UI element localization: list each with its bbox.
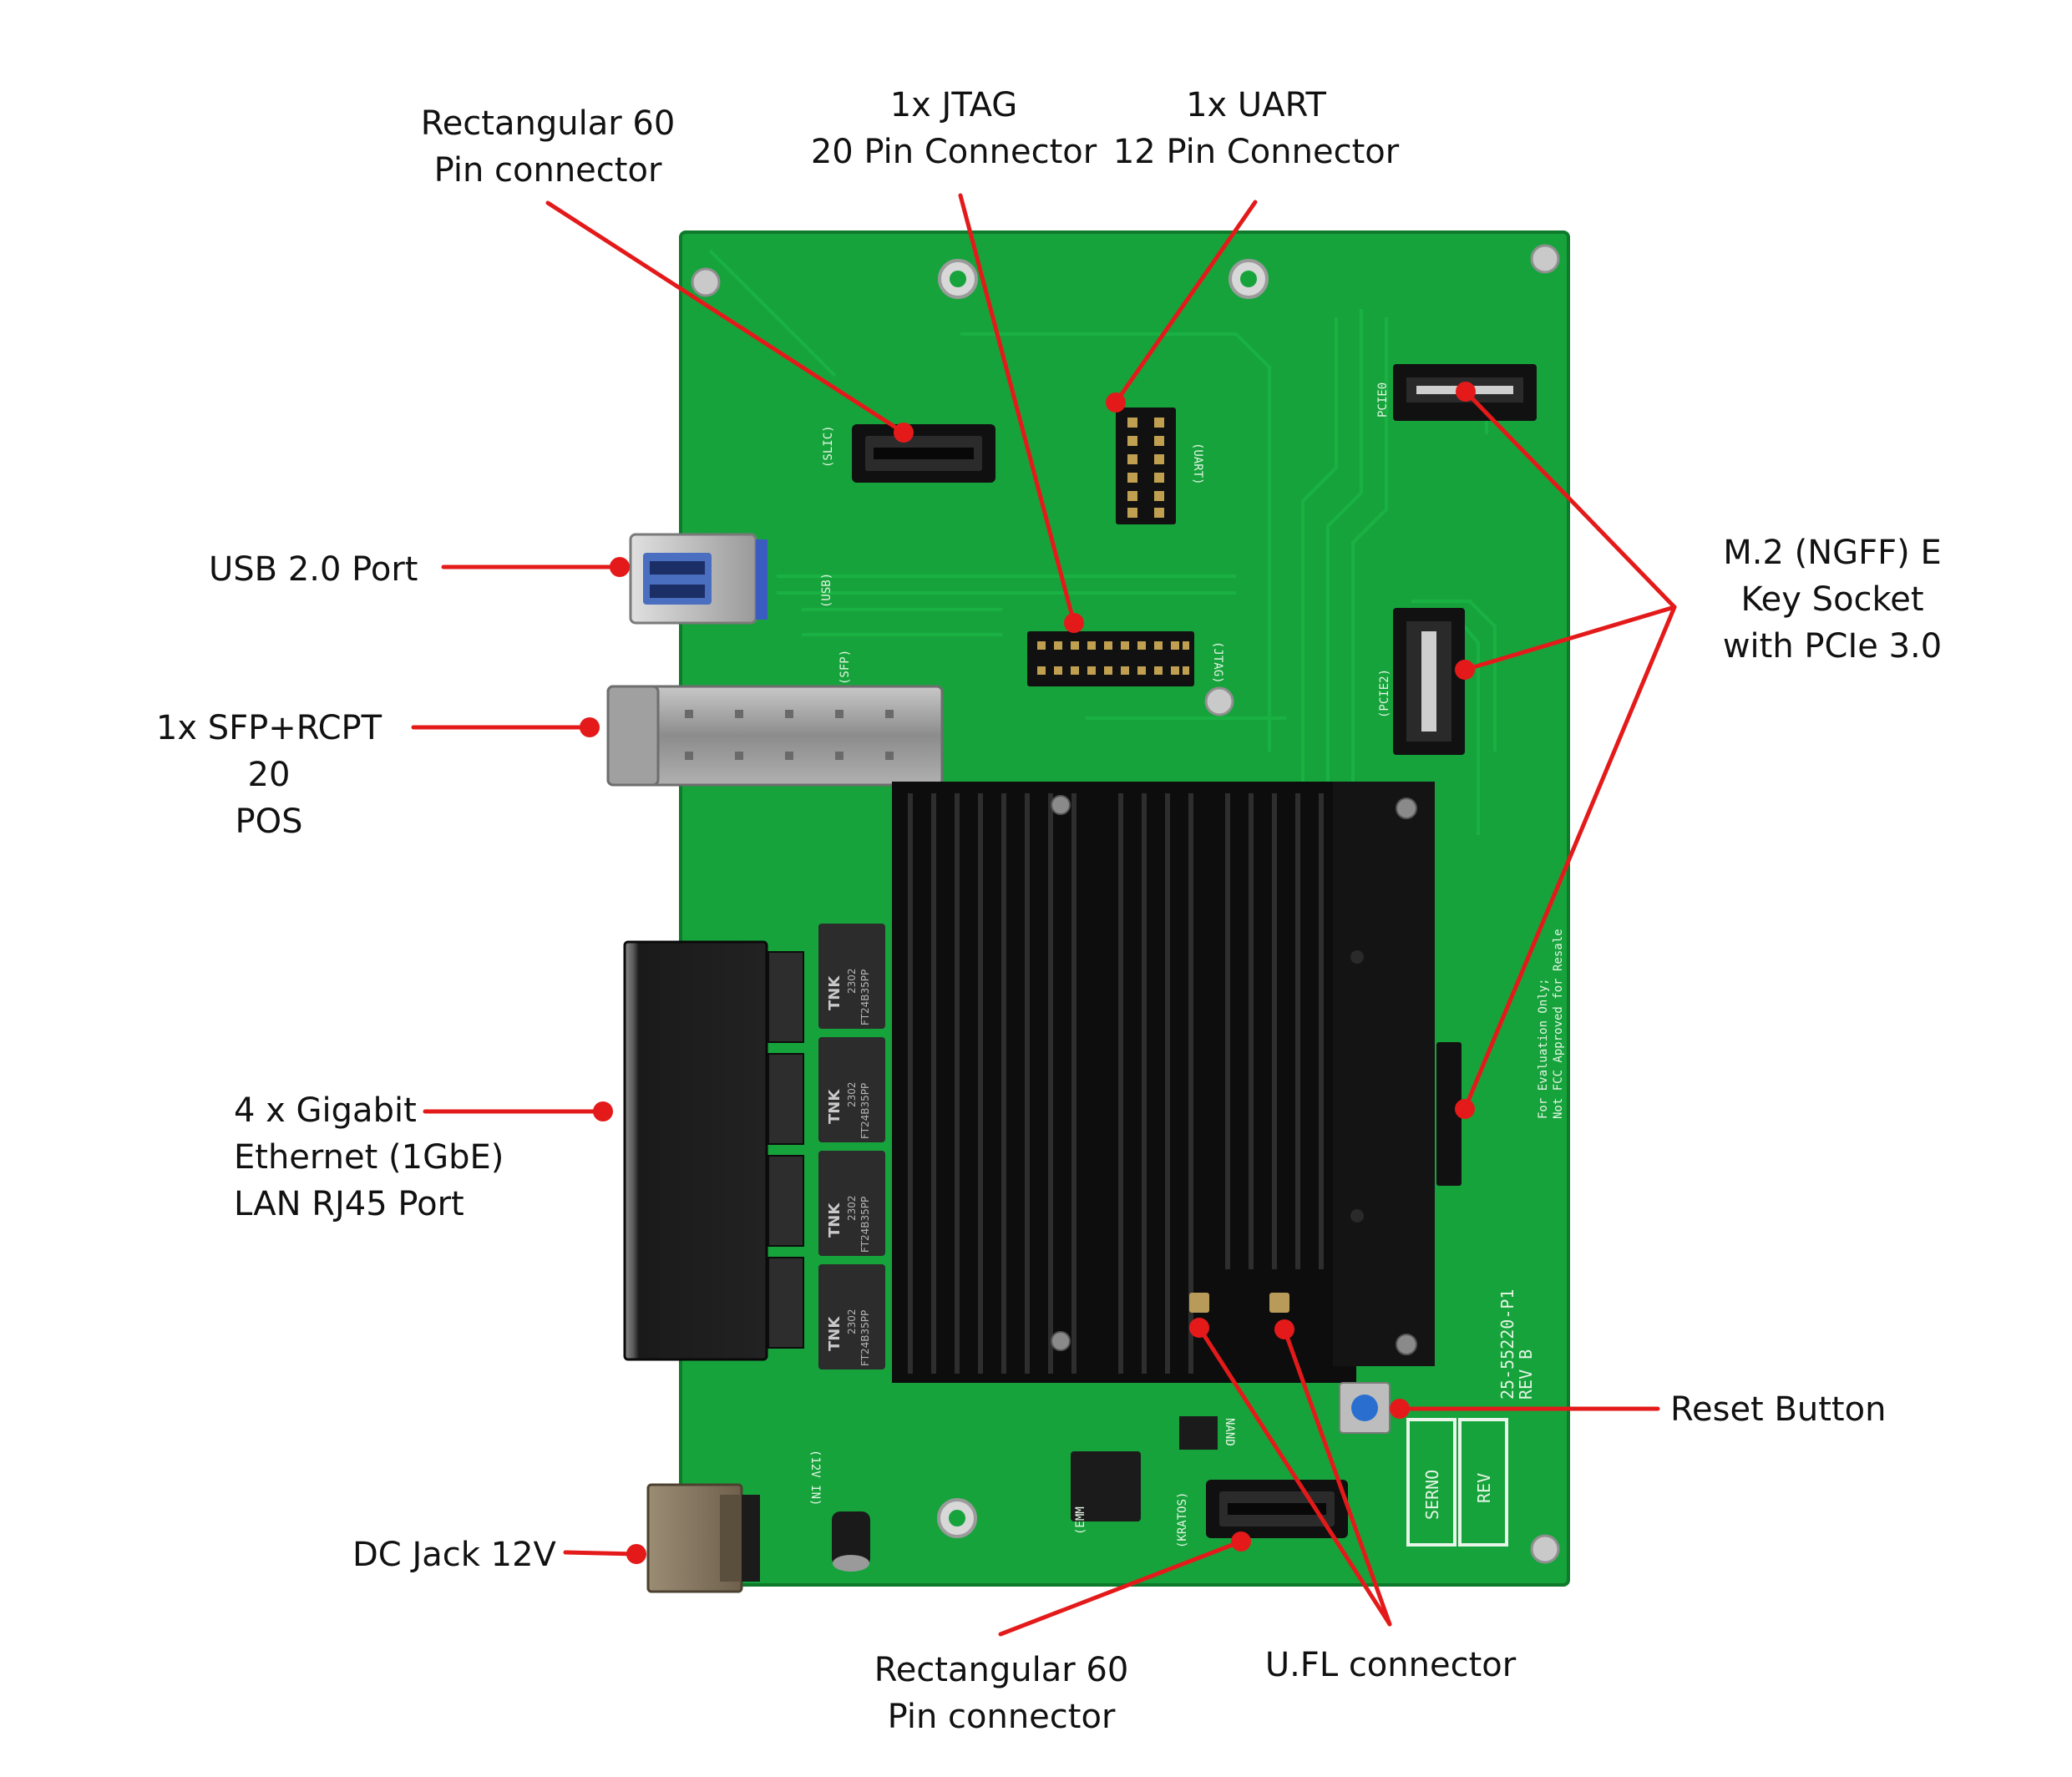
magnetic-part-1: FT24B35PP xyxy=(859,970,871,1025)
magnetic-brand-4: TNK xyxy=(826,1316,843,1351)
magnetic-part-2: FT24B35PP xyxy=(859,1083,871,1139)
callout-lines xyxy=(411,193,1677,1637)
magnetic-brand-3: TNK xyxy=(826,1202,843,1238)
silk-board-id: 25-55220-P1 xyxy=(1497,1289,1517,1400)
uart-header xyxy=(1116,408,1176,524)
ufl-connectors xyxy=(1189,1293,1289,1313)
label-ufl: U.FL connector xyxy=(1264,1646,1517,1684)
magnetic-brand-2: TNK xyxy=(826,1089,843,1124)
magnetic-lot-3: 2302 xyxy=(846,1195,858,1221)
silk-serno: SERNO xyxy=(1422,1470,1442,1520)
chips xyxy=(1071,1416,1218,1521)
silk-rev: REV xyxy=(1474,1473,1494,1503)
callout-line-ufl-1 xyxy=(1197,1325,1392,1627)
callout-line-m2-2 xyxy=(1462,605,1677,672)
callout-line-ufl-2 xyxy=(1282,1327,1392,1627)
dc-jack xyxy=(646,1483,760,1593)
silk-emmc: (EMM xyxy=(1074,1506,1087,1535)
callout-line-m2-1 xyxy=(1463,389,1677,610)
magnetic-lot-4: 2302 xyxy=(846,1309,858,1334)
silk-uart: (UART) xyxy=(1191,443,1204,485)
magnetic-lot-2: 2302 xyxy=(846,1081,858,1107)
label-jtag: 1x JTAG 20 Pin Connector xyxy=(810,86,1097,171)
silk-pcie0: PCIE0 xyxy=(1376,382,1390,418)
label-slic-connector: Rectangular 60 Pin connector xyxy=(420,104,676,190)
callout-line-uart xyxy=(1113,200,1258,405)
label-ethernet: 4 x Gigabit Ethernet (1GbE) LAN RJ45 Por… xyxy=(234,1091,504,1223)
magnetic-part-3: FT24B35PP xyxy=(859,1197,871,1253)
silk-usb: (USB) xyxy=(820,573,833,608)
label-dc-jack: DC Jack 12V xyxy=(352,1536,556,1574)
slic-connector xyxy=(852,424,995,483)
silk-board-rev: REV B xyxy=(1516,1349,1536,1400)
callout-dots xyxy=(580,382,1476,1564)
label-uart: 1x UART 12 Pin Connector xyxy=(1112,86,1400,171)
m2-socket-pcie2 xyxy=(1393,608,1465,755)
label-sfp: 1x SFP+RCPT 20 POS xyxy=(155,709,382,841)
magnetics: TNK TNK TNK TNK FT24B35PP FT24B35PP FT24… xyxy=(818,924,885,1369)
serno-rev-boxes xyxy=(1406,1418,1508,1547)
jtag-header xyxy=(1027,631,1194,686)
silk-kratos: (KRATOS) xyxy=(1176,1492,1189,1548)
magnetic-brand-1: TNK xyxy=(826,975,843,1010)
silk-pcie2: (PCIE2) xyxy=(1378,669,1391,718)
reset-button-part xyxy=(1339,1382,1391,1434)
heatsink xyxy=(892,782,1435,1383)
label-kratos-connector: Rectangular 60 Pin connector xyxy=(874,1651,1129,1736)
silkscreen-text: (SLIC) (UART) (USB) (SFP) (JTAG) PCIE0 (… xyxy=(808,382,1565,1548)
rj45-block xyxy=(623,940,804,1361)
callout-line-m2-3 xyxy=(1462,605,1677,1111)
magnetic-part-4: FT24B35PP xyxy=(859,1310,871,1366)
callout-line-slic xyxy=(545,200,906,435)
usb-port xyxy=(629,533,768,625)
silk-eval-2: Not FCC Approved for Resale xyxy=(1552,929,1565,1119)
callout-line-kratos xyxy=(998,1539,1244,1637)
silk-eval-1: For Evaluation Only; xyxy=(1537,978,1550,1119)
magnetic-lot-1: 2302 xyxy=(846,968,858,994)
label-reset: Reset Button xyxy=(1670,1390,1887,1429)
label-usb: USB 2.0 Port xyxy=(209,550,418,589)
kratos-connector xyxy=(1206,1480,1348,1538)
sfp-cage xyxy=(606,685,944,787)
silk-sfp: (SFP) xyxy=(838,650,852,685)
callout-line-dc-jack xyxy=(563,1550,639,1557)
capacitor xyxy=(832,1511,870,1572)
silk-nand: NAND xyxy=(1223,1418,1236,1446)
label-m2: M.2 (NGFF) E Key Socket with PCIe 3.0 xyxy=(1722,534,1943,666)
callout-line-jtag xyxy=(958,193,1077,625)
mounting-holes xyxy=(686,244,1560,1564)
silk-12v: (12V IN) xyxy=(808,1450,822,1506)
silk-jtag: (JTAG) xyxy=(1211,641,1224,684)
silk-slic: (SLIC) xyxy=(822,425,835,468)
